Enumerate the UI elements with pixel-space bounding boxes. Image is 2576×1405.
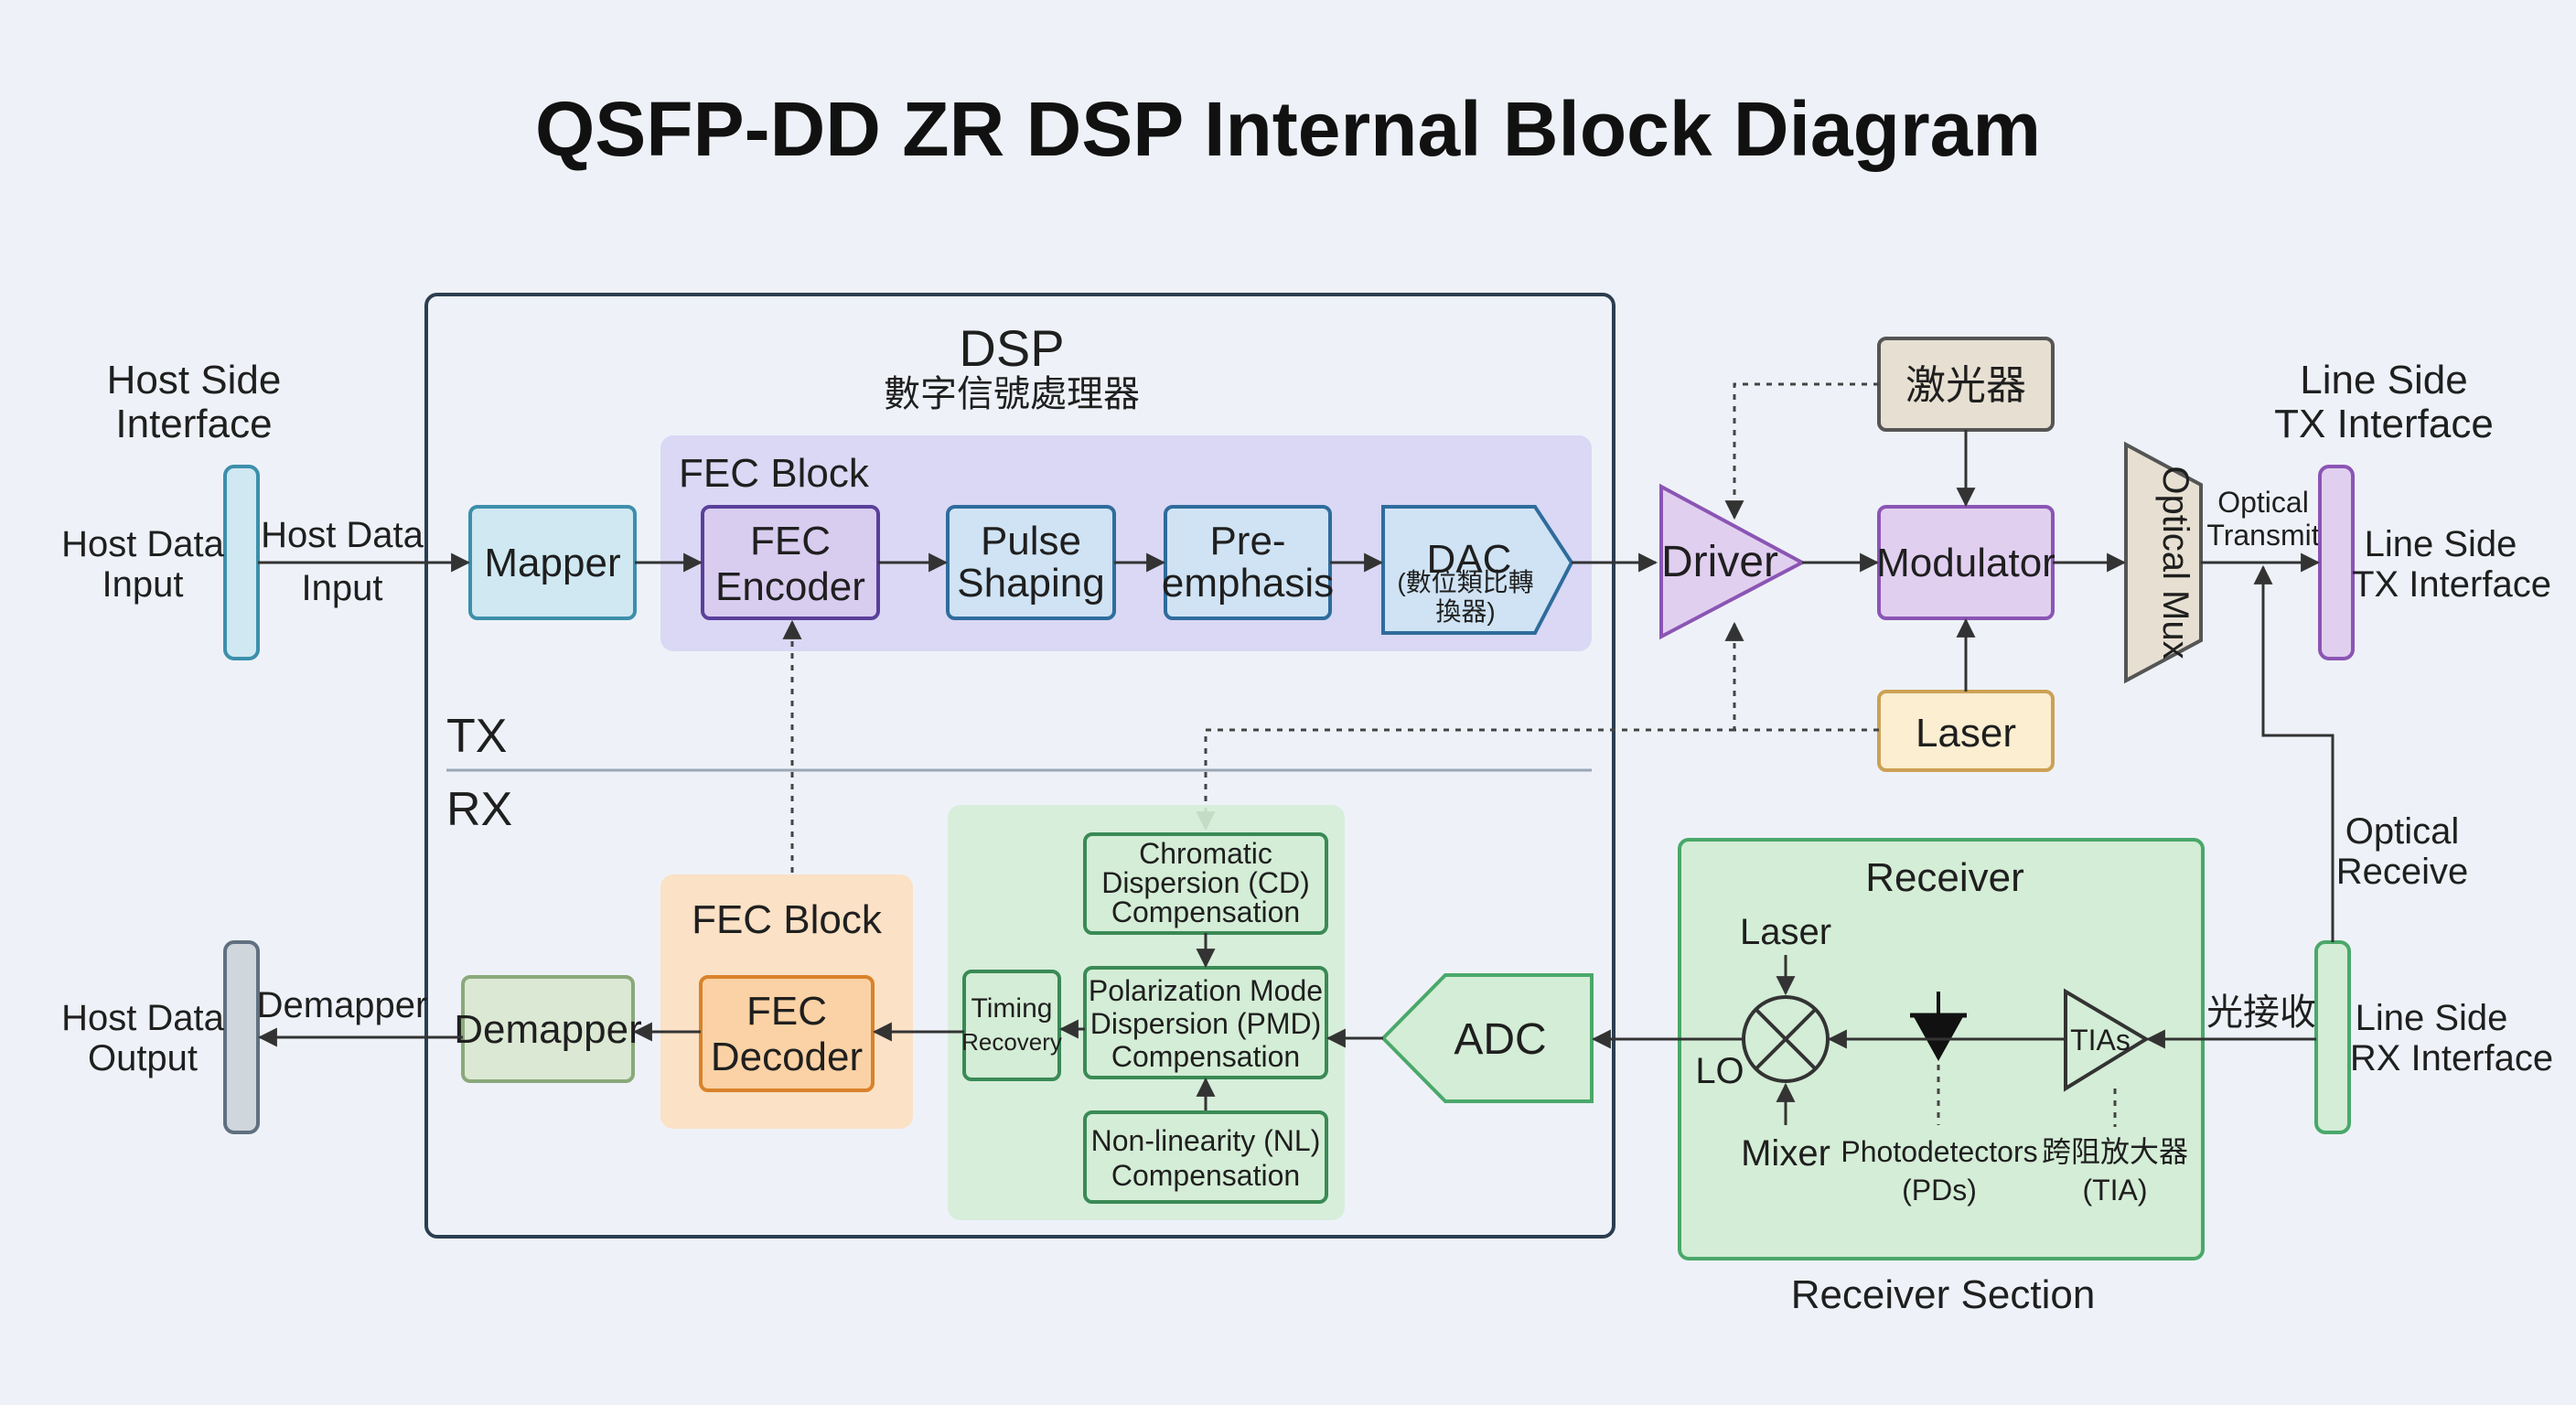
timing-recovery-block: [962, 970, 1061, 1081]
optical-mux-label: Optical Mux: [2155, 466, 2195, 659]
fec-encoder-label-1: FEC: [750, 519, 831, 563]
fec-encoder-label-2: Encoder: [715, 564, 865, 609]
rx-fec-block-label: FEC Block: [692, 897, 883, 942]
receiver-laser-label: Laser: [1740, 912, 1831, 952]
adc-label: ADC: [1454, 1015, 1546, 1064]
cd-label-2: Dispersion (CD): [1101, 866, 1310, 899]
tia-label-1: 跨阻放大器: [2042, 1135, 2188, 1168]
dotted-toplaser-to-driver: [1724, 382, 1879, 520]
dac-block: [1381, 505, 1574, 635]
modulator-label: Modulator: [1876, 541, 2055, 585]
line-rx-interface-bar: [2314, 940, 2351, 1134]
dsp-title: DSP: [959, 319, 1064, 377]
photodetector-icon: [1912, 1014, 1965, 1061]
mixer-label: Mixer: [1741, 1133, 1830, 1174]
pmd-label-3: Compensation: [1111, 1040, 1300, 1073]
line-rx-label-2: RX Interface: [2350, 1038, 2553, 1078]
optical-receive-label-1: Optical: [2345, 811, 2460, 852]
host-rx-interface-bar: [223, 940, 260, 1134]
laser-label: Laser: [1916, 711, 2016, 756]
top-laser-box-label: 激光器: [1905, 363, 2026, 408]
mapper-label: Mapper: [484, 541, 620, 585]
cd-label-1: Chromatic: [1139, 837, 1272, 870]
optical-receive-cn-label: 光接收: [2206, 992, 2316, 1033]
tia-label-2: (TIA): [2082, 1174, 2147, 1207]
page-title: QSFP-DD ZR DSP Internal Block Diagram: [535, 86, 2041, 172]
receiver-title: Receiver: [1865, 855, 2024, 900]
adc-block: [1380, 973, 1594, 1103]
wire-optical-receive-loop: [2253, 564, 2334, 942]
pmd-label-1: Polarization Mode: [1089, 974, 1323, 1007]
tx-fec-block-label: FEC Block: [679, 451, 870, 496]
host-side-label-2: Interface: [115, 402, 272, 446]
line-tx-side-label-2: TX Interface: [2352, 564, 2551, 605]
tx-label: TX: [446, 710, 507, 763]
dotted-laser-to-cd: [1196, 728, 1734, 831]
line-tx-interface-bar: [2318, 465, 2355, 660]
nl-label-2: Compensation: [1111, 1159, 1300, 1192]
tias-label: TIAs: [2070, 1024, 2131, 1056]
photodetectors-label-1: Photodetectors: [1841, 1135, 2037, 1168]
host-data-input-1: Host Data: [61, 524, 225, 564]
demapper-label: Demapper: [454, 1007, 641, 1052]
host-side-label-1: Host Side: [107, 358, 282, 402]
cd-label-3: Compensation: [1111, 896, 1300, 928]
lo-label: LO: [1695, 1051, 1744, 1091]
photodetectors-label-2: (PDs): [1902, 1174, 1977, 1207]
dac-label-3: 換器): [1435, 597, 1495, 626]
dsp-container: [424, 293, 1615, 1239]
nl-label-1: Non-linearity (NL): [1091, 1124, 1321, 1157]
pre-emphasis-label-2: emphasis: [1162, 561, 1334, 606]
host-arrow-label-1: Host Data: [261, 515, 424, 555]
dac-label-1: DAC: [1427, 537, 1512, 582]
rx-label: RX: [446, 783, 512, 836]
pulse-shaping-label-1: Pulse: [981, 519, 1081, 563]
nl-compensation-block: [1083, 1110, 1328, 1204]
pre-emphasis-label-1: Pre-: [1209, 519, 1285, 563]
optical-receive-label-2: Receive: [2336, 852, 2469, 892]
demapper-arrow-label: Demapper: [257, 985, 428, 1025]
host-data-input-2: Input: [102, 564, 184, 605]
optical-transmit-label-2: Transmit: [2206, 519, 2319, 552]
timing-label-1: Timing: [971, 993, 1053, 1024]
host-data-output-1: Host Data: [61, 998, 225, 1038]
driver-label: Driver: [1661, 538, 1778, 586]
timing-label-2: Recovery: [961, 1028, 1062, 1056]
line-rx-label-1: Line Side: [2356, 998, 2508, 1038]
fec-decoder-label-1: FEC: [746, 989, 827, 1034]
optical-mux: [2124, 441, 2203, 684]
line-tx-title-1: Line Side: [2300, 358, 2467, 402]
dsp-subtitle: 數字信號處理器: [884, 374, 1140, 414]
dotted-laser-to-driver: [1724, 621, 1879, 732]
host-arrow-label-2: Input: [302, 568, 383, 608]
optical-transmit-label-1: Optical: [2217, 486, 2309, 519]
line-tx-title-2: TX Interface: [2274, 402, 2494, 446]
line-tx-side-label-1: Line Side: [2365, 524, 2517, 564]
receiver-section-label: Receiver Section: [1791, 1272, 2096, 1317]
tx-fec-block-region: [660, 435, 1592, 651]
pulse-shaping-label-2: Shaping: [957, 561, 1104, 606]
mixer-cross-b: [1755, 1008, 1817, 1070]
fec-decoder-label-2: Decoder: [711, 1035, 863, 1079]
driver-amplifier: [1659, 483, 1807, 640]
host-data-output-2: Output: [88, 1038, 198, 1078]
pmd-label-2: Dispersion (PMD): [1090, 1007, 1321, 1040]
dac-label-2: (數位類比轉: [1397, 568, 1533, 596]
host-tx-interface-bar: [223, 465, 260, 660]
